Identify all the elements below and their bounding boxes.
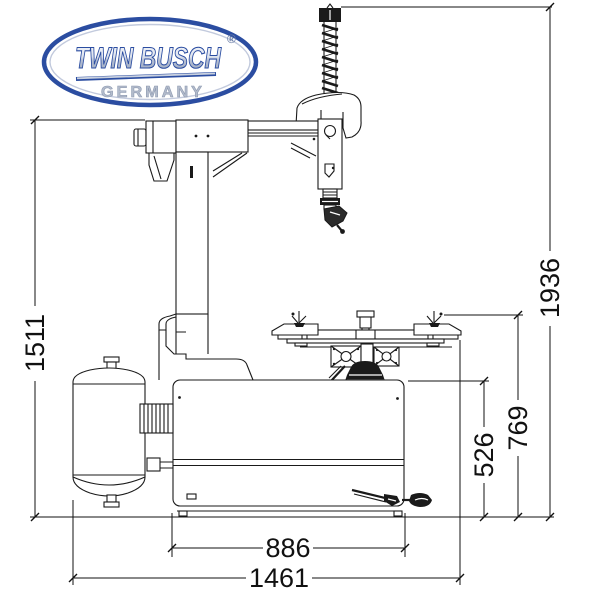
tool-arm [317,118,348,234]
dim-1936: 1936 [341,2,565,522]
logo-oval-inner [49,23,251,101]
turntable [271,310,462,382]
dim-label-769: 769 [503,405,533,450]
twin-busch-logo: TWIN BUSCH ® GERMANY [41,16,259,108]
air-tank [72,356,174,508]
dim-label-886: 886 [265,533,310,563]
dimension-lines: 1511 1936 769 526 [20,2,565,593]
dim-label-1511: 1511 [20,314,50,372]
column [158,151,254,381]
dim-label-1936: 1936 [535,258,565,318]
logo-underline-highlight [76,72,216,80]
logo-oval [41,16,259,108]
dim-886: 886 [167,513,410,563]
dim-769: 769 [444,310,533,522]
dim-526: 526 [408,376,499,522]
foot-pedal [351,488,432,507]
dim-1461: 1461 [68,340,465,593]
logo-registered-mark: ® [227,32,236,46]
dim-label-526: 526 [469,432,499,477]
logo-country-text: GERMANY [101,84,205,101]
spring-rod [319,3,341,101]
cabinet [172,379,405,517]
dim-label-1461: 1461 [249,563,309,593]
machine-drawing [72,3,462,517]
logo-brand-text: TWIN BUSCH [75,42,222,75]
motor-block [139,403,174,434]
dim-1511: 1511 [20,115,145,522]
arm-head [133,119,249,182]
horizontal-arm [247,120,319,159]
